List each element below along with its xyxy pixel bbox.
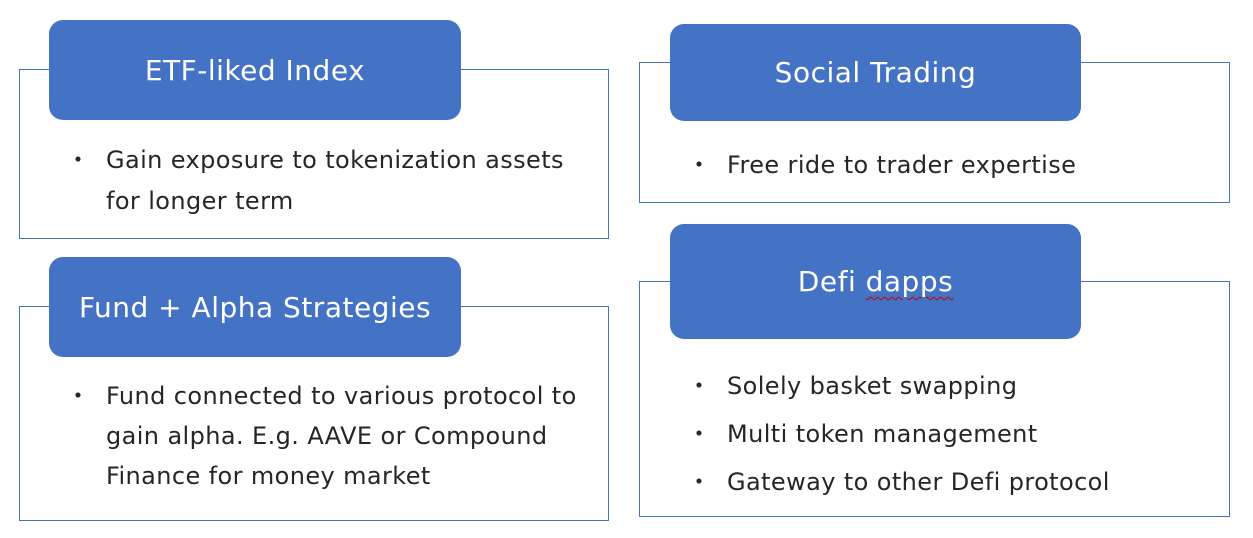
social-trading-title: Social Trading: [774, 56, 977, 89]
bullet-icon: ・: [687, 372, 712, 400]
etf-index-title: ETF-liked Index: [144, 53, 366, 87]
list-item: ・ Solely basket swapping: [685, 362, 1205, 410]
defi-dapps-bullets: ・ Solely basket swapping ・ Multi token m…: [685, 362, 1205, 506]
bullet-text: Gain exposure to tokenization assets for…: [106, 146, 564, 215]
bullet-icon: ・: [687, 468, 712, 496]
bullet-text: Fund connected to various protocol to ga…: [106, 382, 577, 490]
etf-index-header: ETF-liked Index: [49, 20, 461, 120]
defi-dapps-header: Defi dapps: [670, 224, 1081, 339]
list-item: ・ Fund connected to various protocol to …: [64, 376, 584, 496]
fund-alpha-header: Fund + Alpha Strategies: [49, 257, 461, 357]
social-trading-bullets: ・ Free ride to trader expertise: [685, 145, 1205, 185]
list-item: ・ Gateway to other Defi protocol: [685, 458, 1205, 506]
fund-alpha-bullets: ・ Fund connected to various protocol to …: [64, 376, 584, 496]
list-item: ・ Free ride to trader expertise: [685, 145, 1205, 185]
bullet-icon: ・: [66, 146, 91, 174]
fund-alpha-title: Fund + Alpha Strategies: [78, 290, 432, 324]
defi-dapps-title-main: Defi: [797, 265, 866, 298]
spellcheck-flagged-word: dapps: [865, 265, 954, 298]
bullet-text: Multi token management: [727, 420, 1038, 448]
defi-dapps-title: Defi dapps: [798, 265, 953, 298]
bullet-icon: ・: [687, 420, 712, 448]
etf-index-bullets: ・ Gain exposure to tokenization assets f…: [64, 140, 584, 222]
list-item: ・ Multi token management: [685, 410, 1205, 458]
list-item: ・ Gain exposure to tokenization assets f…: [64, 140, 584, 222]
bullet-text: Solely basket swapping: [727, 372, 1018, 400]
bullet-text: Gateway to other Defi protocol: [727, 468, 1110, 496]
social-trading-header: Social Trading: [670, 24, 1081, 121]
bullet-icon: ・: [66, 382, 91, 410]
bullet-icon: ・: [687, 151, 712, 179]
bullet-text: Free ride to trader expertise: [727, 151, 1077, 179]
